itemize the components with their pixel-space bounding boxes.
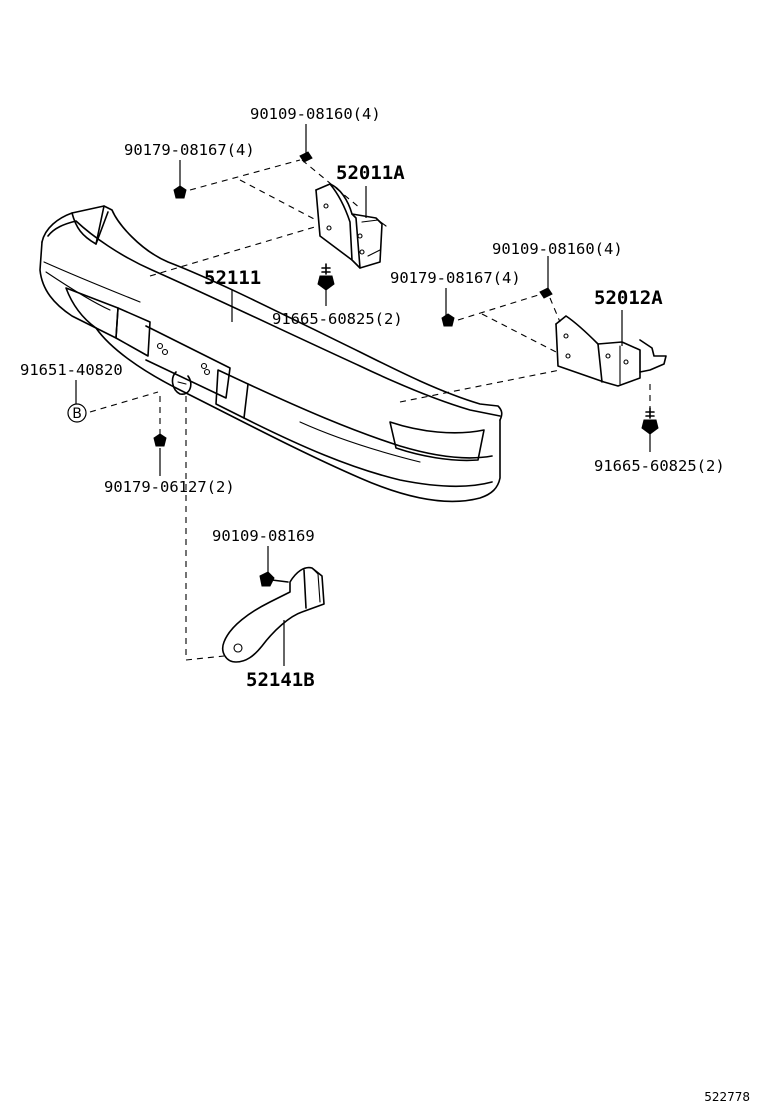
bracket-right — [555, 315, 667, 387]
label-52141b: 52141B — [246, 669, 315, 691]
label-52011a: 52011A — [336, 162, 405, 184]
label-91665-60825-right: 91665-60825(2) — [594, 457, 725, 475]
label-90179-06127: 90179-06127(2) — [104, 478, 235, 496]
callout-b-letter: B — [72, 406, 82, 422]
label-90109-08160-right: 90109-08160(4) — [492, 240, 623, 258]
label-90109-08169: 90109-08169 — [212, 527, 315, 545]
stay-bracket — [221, 566, 325, 663]
part-labels: 90109-08160(4) 90179-08167(4) 52011A 521… — [20, 105, 725, 691]
bracket-left — [315, 183, 387, 269]
label-52111: 52111 — [204, 267, 261, 289]
callout-b: B — [67, 403, 87, 423]
label-90109-08160-top: 90109-08160(4) — [250, 105, 381, 123]
leader-lines — [75, 124, 651, 666]
label-91651-40820: 91651-40820 — [20, 361, 123, 379]
label-52012a: 52012A — [594, 287, 663, 309]
label-91665-60825-left: 91665-60825(2) — [272, 310, 403, 328]
label-90179-08167-top: 90179-08167(4) — [124, 141, 255, 159]
figure-ref-number: 522778 — [704, 1090, 750, 1104]
label-90179-08167-right: 90179-08167(4) — [390, 269, 521, 287]
bumper-cover — [39, 205, 503, 503]
assembly-lines — [89, 159, 651, 661]
